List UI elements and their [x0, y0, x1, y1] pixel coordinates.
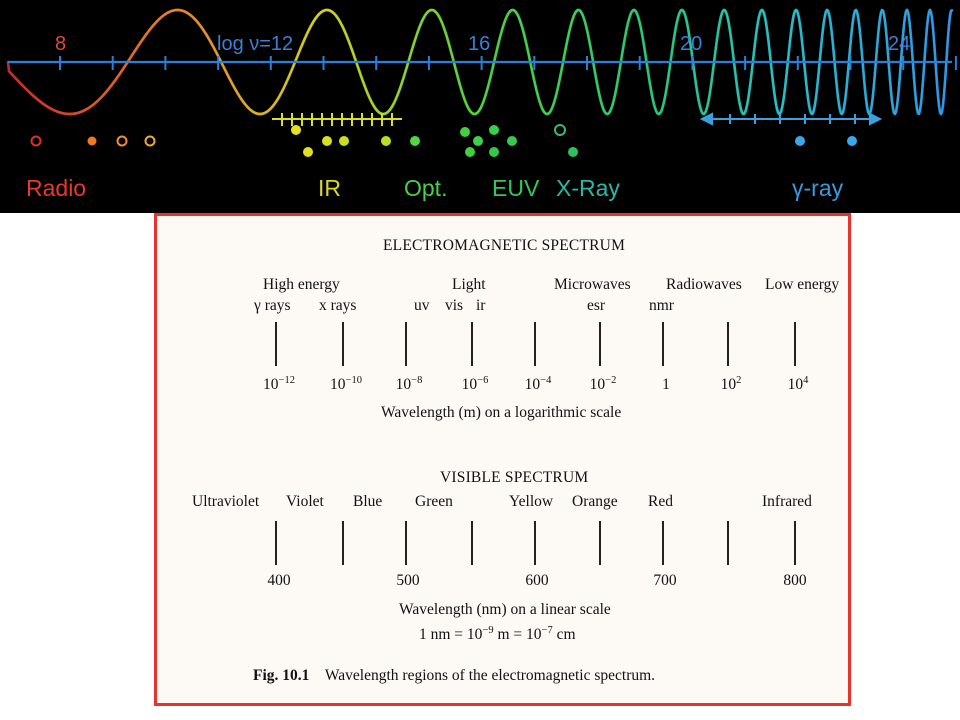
em-scale-value: 10−8: [395, 375, 423, 393]
em-axis-caption: Wavelength (m) on a logarithmic scale: [381, 404, 622, 421]
label-x-rays: x rays: [319, 297, 357, 314]
visible-scale-tick: [471, 521, 473, 565]
sine-wave: [6, 8, 954, 116]
label-ultraviolet: Ultraviolet: [192, 493, 260, 510]
label-orange: Orange: [572, 493, 618, 510]
tick-label-24: 24: [888, 33, 910, 55]
unit-conversion: 1 nm = 10−9 m = 10−7 cm: [419, 625, 576, 643]
tick-label-16: 16: [468, 33, 490, 55]
em-spectrum-title: ELECTROMAGNETIC SPECTRUM: [383, 237, 626, 254]
visible-scale-tick: [275, 521, 277, 565]
em-scale-tick: [794, 322, 796, 366]
visible-scale-tick: [534, 521, 536, 565]
tick-label-20: 20: [680, 33, 702, 55]
label-nmr: nmr: [649, 297, 674, 314]
spectrum-figure: ELECTROMAGNETIC SPECTRUM High energy Lig…: [154, 213, 851, 706]
label-radiowaves: Radiowaves: [666, 276, 742, 293]
label-yellow: Yellow: [509, 493, 554, 510]
em-scale-value: 10−10: [330, 375, 362, 393]
em-scale-tick: [405, 322, 407, 366]
em-scale-value: 10−12: [263, 375, 295, 393]
optical-euv-observation-markers: [410, 124, 578, 157]
visible-axis-caption: Wavelength (nm) on a linear scale: [399, 601, 611, 618]
visible-scale-tick: [342, 521, 344, 565]
em-scale-value: 10−2: [589, 375, 617, 393]
label-light: Light: [452, 276, 486, 293]
banner-graphic: 8 log ν=12 16 20 24: [6, 8, 957, 201]
label-violet: Violet: [286, 493, 324, 510]
figure-caption: Fig. 10.1 Wavelength regions of the elec…: [253, 667, 655, 685]
label-infrared: Infrared: [762, 493, 812, 510]
visible-spectrum-title: VISIBLE SPECTRUM: [440, 469, 589, 486]
ir-observation-markers: [291, 125, 391, 157]
label-low-energy: Low energy: [765, 276, 840, 293]
figure-caption-text: Wavelength regions of the electromagneti…: [324, 667, 656, 684]
label-green: Green: [415, 493, 453, 510]
label-microwaves: Microwaves: [554, 276, 631, 293]
region-label-gamma-ray: γ-ray: [792, 175, 844, 201]
tick-label-8: 8: [55, 33, 66, 55]
visible-scale-tick: [662, 521, 664, 565]
visible-scale-value: 600: [525, 572, 549, 589]
region-label-x-ray: X-Ray: [556, 175, 620, 201]
visible-scale-tick: [405, 521, 407, 565]
visible-scale-value: 400: [267, 572, 291, 589]
gamma-observation-markers: [795, 136, 857, 146]
label-esr: esr: [587, 297, 606, 314]
region-label-ir: IR: [318, 175, 341, 201]
visible-scale-value: 500: [396, 572, 420, 589]
em-scale-tick: [727, 322, 729, 366]
visible-scale-value: 700: [653, 572, 677, 589]
frequency-spectrum-banner: 8 log ν=12 16 20 24: [0, 0, 960, 213]
em-scale-value: 10−4: [524, 375, 552, 393]
visible-scale-tick: [794, 521, 796, 565]
visible-scale-tick: [727, 521, 729, 565]
em-scale-value: 1: [662, 376, 670, 393]
em-scale-tick: [662, 322, 664, 366]
region-label-optical: Opt.: [404, 175, 447, 201]
gamma-range-bar: [699, 112, 883, 126]
em-scale-tick: [599, 322, 601, 366]
em-scale-tick: [471, 322, 473, 366]
em-scale-value: 10−6: [461, 375, 489, 393]
radio-observation-markers: [30, 135, 156, 147]
region-label-euv: EUV: [492, 175, 540, 201]
label-gamma-rays: γ rays: [254, 297, 291, 314]
label-uv: uv: [414, 297, 430, 314]
figure-number: Fig. 10.1: [253, 667, 310, 684]
em-scale-tick: [534, 322, 536, 366]
label-ir: ir: [476, 297, 486, 314]
ir-range-bar: [272, 113, 402, 126]
frequency-axis-ticks: [59, 56, 957, 70]
label-vis: vis: [445, 297, 464, 314]
label-high-energy: High energy: [263, 276, 340, 293]
label-red: Red: [648, 493, 673, 510]
label-blue: Blue: [353, 493, 383, 510]
em-scale-tick: [275, 322, 277, 366]
em-scale-tick: [342, 322, 344, 366]
region-label-radio: Radio: [26, 175, 86, 201]
tick-label-log-nu-12: log ν=12: [217, 33, 293, 55]
visible-scale-value: 800: [783, 572, 807, 589]
visible-scale-tick: [599, 521, 601, 565]
em-scale-value: 104: [787, 375, 809, 393]
em-scale-value: 102: [720, 375, 742, 393]
